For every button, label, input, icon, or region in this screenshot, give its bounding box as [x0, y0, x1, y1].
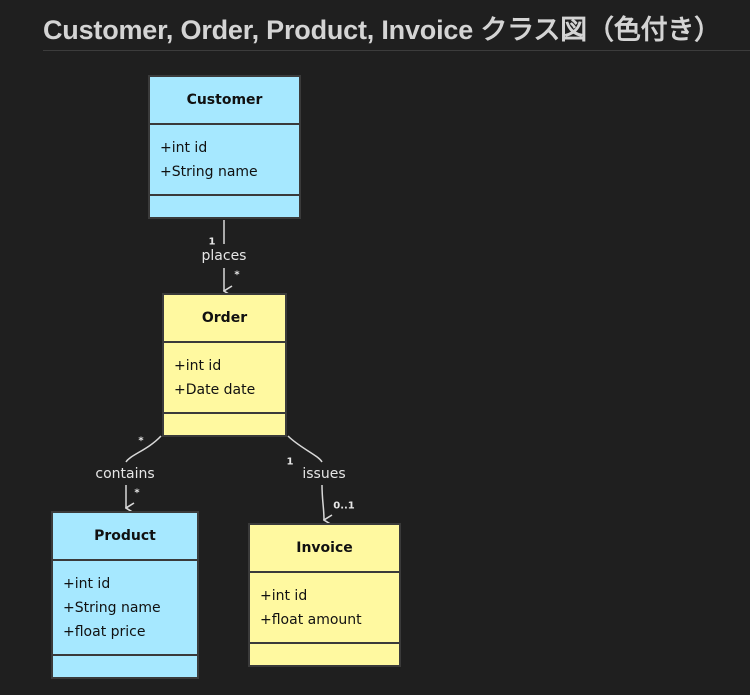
class-box-invoice[interactable]: Invoice +int id +float amount — [248, 523, 401, 667]
issues-to-multiplicity: 0..1 — [333, 500, 355, 512]
class-box-order[interactable]: Order +int id +Date date — [162, 293, 287, 437]
attribute: +int id — [63, 576, 111, 592]
attribute: +Date date — [174, 382, 256, 398]
contains-label: contains — [95, 466, 155, 482]
title-divider — [43, 50, 750, 51]
issues-label: issues — [302, 466, 346, 482]
class-box-product[interactable]: Product +int id +String name +float pric… — [51, 511, 199, 679]
contains-edge — [125, 435, 162, 463]
attribute: +String name — [63, 600, 161, 616]
places-from-multiplicity: 1 — [208, 236, 216, 248]
page-title: Customer, Order, Product, Invoice クラス図（色… — [43, 15, 721, 45]
attribute: +String name — [160, 164, 258, 180]
places-label: places — [201, 248, 247, 264]
attribute: +float amount — [260, 612, 362, 628]
attribute: +int id — [160, 140, 208, 156]
class-name-product: Product — [53, 513, 197, 561]
attribute: +int id — [260, 588, 308, 604]
issues-edge-tail — [321, 484, 324, 520]
class-methods-customer — [150, 196, 299, 216]
class-methods-order — [164, 414, 285, 434]
class-attributes-order: +int id +Date date — [164, 343, 285, 414]
contains-to-multiplicity: * — [134, 487, 140, 499]
places-to-multiplicity: * — [234, 269, 240, 281]
class-attributes-invoice: +int id +float amount — [250, 573, 399, 644]
class-name-customer: Customer — [150, 77, 299, 125]
class-methods-invoice — [250, 644, 399, 664]
class-box-customer[interactable]: Customer +int id +String name — [148, 75, 301, 219]
class-attributes-product: +int id +String name +float price — [53, 561, 197, 656]
contains-from-multiplicity: * — [138, 435, 144, 447]
issues-edge — [287, 435, 323, 463]
class-attributes-customer: +int id +String name — [150, 125, 299, 196]
attribute: +int id — [174, 358, 222, 374]
class-name-invoice: Invoice — [250, 525, 399, 573]
attribute: +float price — [63, 624, 146, 640]
class-methods-product — [53, 656, 197, 676]
class-name-order: Order — [164, 295, 285, 343]
issues-from-multiplicity: 1 — [286, 456, 294, 468]
